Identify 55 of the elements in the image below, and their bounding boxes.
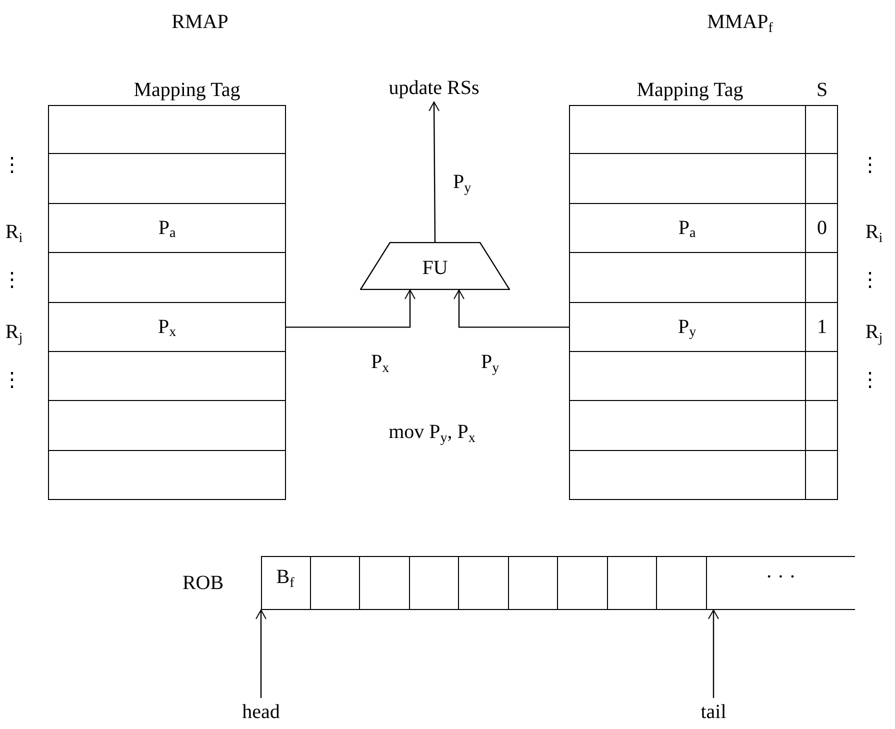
buffer-cell (310, 556, 360, 610)
text-label: R$_{i}$ (865, 220, 883, 247)
unit-label: FU (422, 256, 448, 281)
arrow (256, 610, 266, 698)
buffer-cell (360, 556, 410, 610)
heading-text: Mapping Tag (134, 78, 240, 103)
cell-text: B$_{f}$ (276, 565, 294, 592)
heading-text: S (816, 78, 828, 103)
cell-text: P$_{x}$ (158, 314, 176, 342)
cell-text: P$_{y}$ (678, 314, 696, 342)
buffer-cell (706, 556, 855, 610)
table-row (569, 154, 838, 204)
buffer-cell (608, 556, 657, 610)
buffer-cell (459, 556, 508, 610)
arrow (428, 102, 440, 242)
text-label: head (242, 700, 280, 725)
text-label: tail (700, 700, 726, 725)
table-row (569, 253, 838, 302)
heading-text: Mapping Tag (636, 78, 744, 103)
text-label: ⋮ (2, 153, 22, 178)
edge-label: P$_{x}$ (370, 350, 390, 377)
heading-text: RMAP (172, 10, 228, 35)
buffer-cell (410, 556, 459, 610)
buffer-cell (261, 556, 310, 610)
table-row (569, 204, 838, 254)
cell-text: 1 (817, 314, 827, 340)
table-row (569, 450, 838, 500)
table-row (569, 352, 838, 402)
arrow (454, 290, 569, 328)
cell-text: P$_{a}$ (158, 216, 176, 243)
table-row (569, 302, 838, 352)
edge-label: P$_{y}$ (480, 350, 500, 377)
buffer-cell (558, 556, 608, 610)
arrow (286, 290, 416, 328)
text-label: ⋮ (2, 368, 22, 393)
ellipsis: · · · (766, 565, 796, 590)
heading-text: ROB (182, 571, 224, 596)
text-label: ⋮ (860, 153, 880, 178)
text-label: R$_{j}$ (5, 320, 23, 347)
cell-text: P$_{a}$ (678, 216, 696, 243)
text-label: R$_{j}$ (865, 320, 883, 347)
text-label: ⋮ (2, 268, 22, 293)
text-label: update RSs (388, 76, 480, 101)
buffer-cell (657, 556, 706, 610)
text-label: R$_{i}$ (5, 220, 23, 247)
table-row (569, 105, 838, 154)
table-row (569, 401, 838, 451)
edge-label: P$_{y}$ (452, 170, 472, 197)
heading-text: MMAP$_{f}$ (707, 10, 773, 37)
arrow (708, 610, 719, 698)
cell-text: 0 (817, 216, 827, 241)
text-label: mov P$_{y}$, P$_{x}$ (388, 420, 476, 447)
text-label: ⋮ (860, 368, 880, 393)
buffer-cell (508, 556, 558, 610)
text-label: ⋮ (860, 268, 880, 293)
